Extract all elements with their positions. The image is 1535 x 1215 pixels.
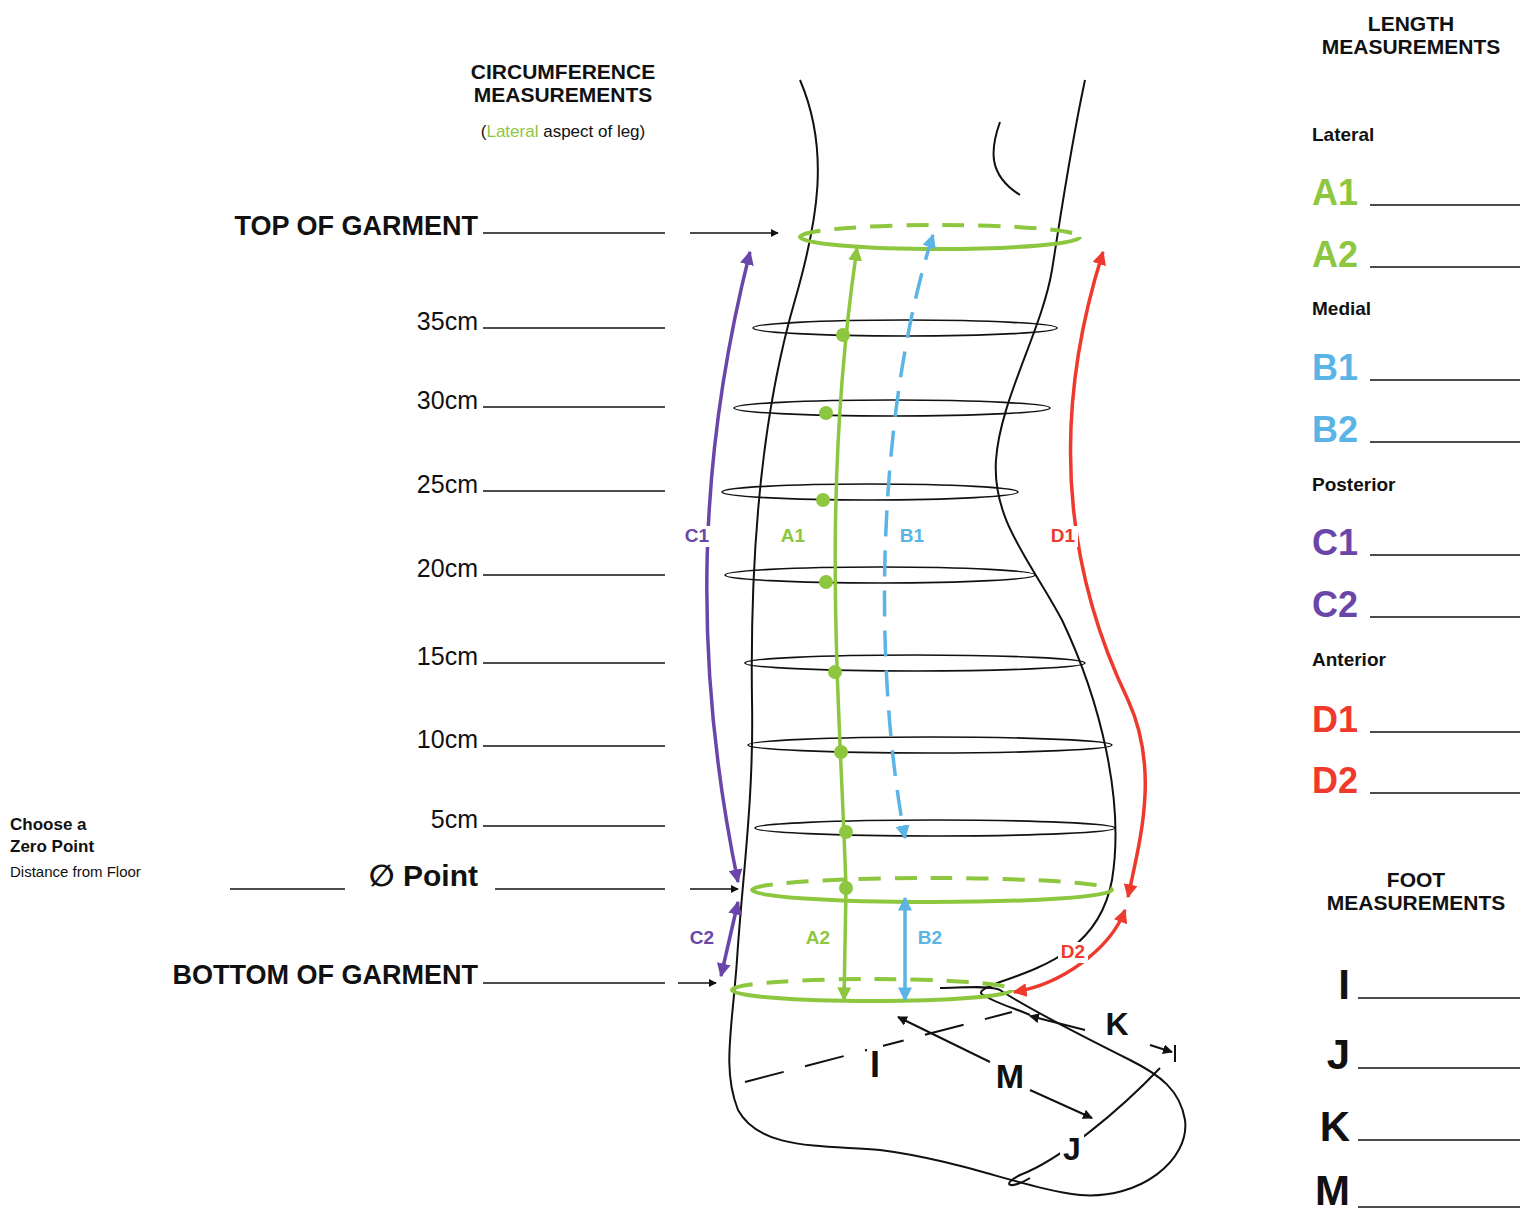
measure-code: D2: [1312, 761, 1358, 801]
note: Zero Point: [10, 838, 94, 857]
measure-code: C2: [1312, 585, 1358, 625]
measure-code: C1: [1312, 523, 1358, 563]
measure-code: I: [1338, 962, 1350, 1008]
heading: FOOT MEASUREMENTS: [1301, 868, 1531, 914]
group-label: Lateral: [1312, 125, 1374, 146]
level-label: 10cm: [417, 726, 478, 754]
medial-lines: [884, 235, 933, 1000]
measure-label: B1: [897, 526, 927, 547]
subheading-group: (Lateral aspect of leg): [481, 123, 645, 142]
subheading: aspect of leg): [543, 122, 645, 141]
measure-code: M: [1315, 1168, 1350, 1214]
measure-label: C2: [687, 928, 717, 949]
measure-code: K: [1320, 1104, 1350, 1150]
measure-code: D1: [1312, 700, 1358, 740]
level-label: ∅ Point: [369, 859, 478, 892]
subheading: Lateral: [486, 122, 538, 141]
measure-label: B2: [915, 928, 945, 949]
subheading: (: [481, 122, 487, 141]
level-label: TOP OF GARMENT: [234, 212, 478, 242]
heading: LENGTH MEASUREMENTS: [1291, 12, 1531, 58]
heading: CIRCUMFERENCE MEASUREMENTS: [438, 60, 688, 106]
level-label: 20cm: [417, 555, 478, 583]
group-label: Posterior: [1312, 475, 1395, 496]
leader-lines: [230, 205, 1520, 1207]
lateral-lines: [816, 248, 857, 1000]
note: Distance from Floor: [10, 864, 141, 881]
level-label: 25cm: [417, 471, 478, 499]
level-label: BOTTOM OF GARMENT: [173, 961, 478, 991]
foot-label: I: [867, 1045, 883, 1085]
foot-label: K: [1102, 1007, 1131, 1042]
group-label: Medial: [1312, 299, 1371, 320]
foot-label: J: [1060, 1132, 1084, 1167]
garment-rings: [732, 225, 1112, 1001]
posterior-lines: [707, 252, 750, 976]
foot-label: M: [993, 1058, 1027, 1095]
measure-label: A1: [778, 526, 808, 547]
measure-code: B1: [1312, 348, 1358, 388]
anterior-lines: [1014, 252, 1145, 992]
level-label: 5cm: [431, 806, 478, 834]
measure-label: C1: [682, 526, 712, 547]
measure-code: A2: [1312, 235, 1358, 275]
level-label: 35cm: [417, 308, 478, 336]
level-label: 30cm: [417, 387, 478, 415]
measure-code: J: [1327, 1032, 1350, 1078]
measure-label: D1: [1048, 526, 1078, 547]
measure-code: B2: [1312, 410, 1358, 450]
level-label: 15cm: [417, 643, 478, 671]
circumference-rings: [722, 320, 1115, 836]
leg-outline: [729, 80, 1185, 1195]
measure-label: A2: [803, 928, 833, 949]
measure-label: D2: [1058, 942, 1088, 963]
measure-code: A1: [1312, 173, 1358, 213]
group-label: Anterior: [1312, 650, 1386, 671]
note: Choose a: [10, 816, 87, 835]
